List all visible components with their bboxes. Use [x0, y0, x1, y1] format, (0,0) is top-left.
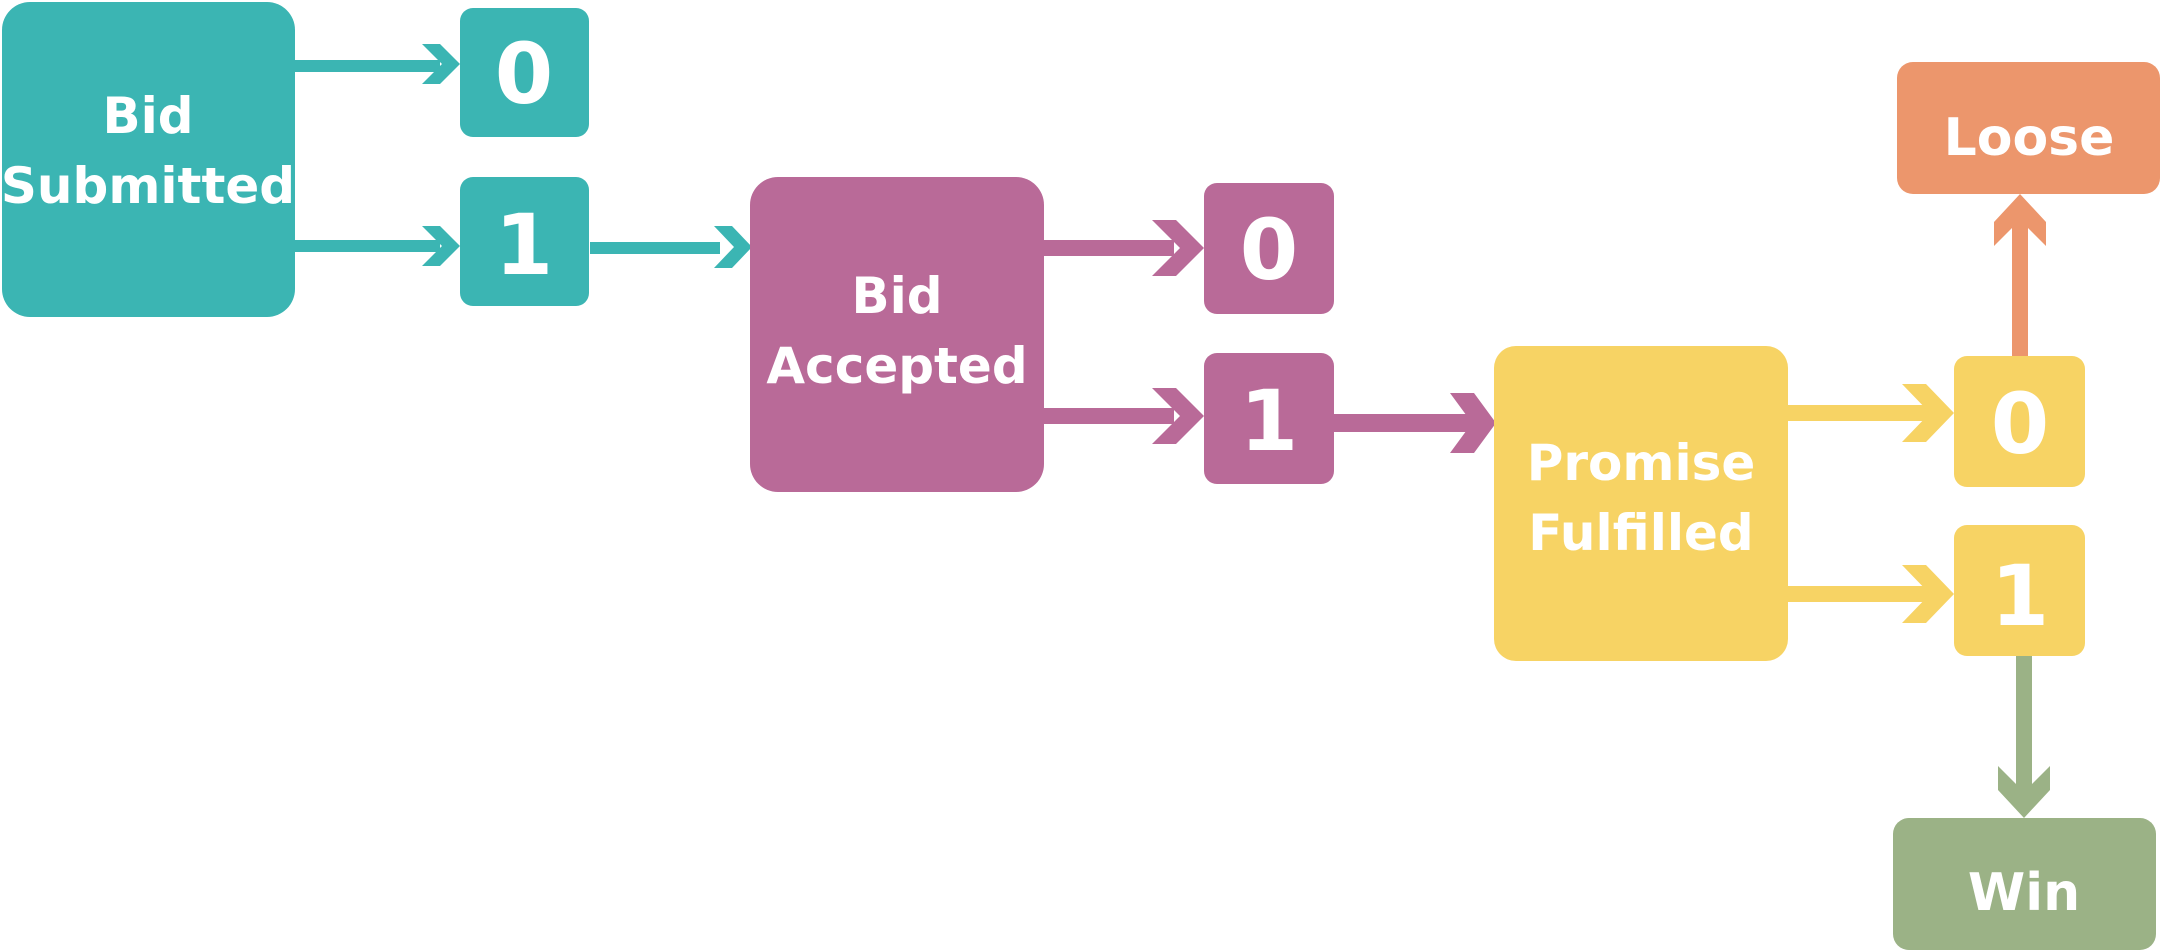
- stage-bid-submitted: Bid Submitted: [1, 2, 295, 317]
- value-box-fulfilled-0: 0: [1954, 356, 2085, 487]
- stage-label-line-1: Promise: [1527, 434, 1756, 492]
- outcome-label: Loose: [1944, 108, 2115, 168]
- stage-label-line-1: Bid: [851, 267, 942, 325]
- arrow-promise-fulfilled-to-1: [1788, 565, 1954, 623]
- arrow-bid-accepted-to-1: [1044, 388, 1204, 444]
- arrow-fulfilled-1-to-win: [1998, 650, 2050, 818]
- stage-label-line-2: Submitted: [1, 157, 295, 215]
- value-label: 0: [1240, 201, 1298, 299]
- arrow-fulfilled-0-to-loose: [1994, 194, 2046, 358]
- stage-label-line-1: Bid: [102, 87, 193, 145]
- stage-bid-accepted: Bid Accepted: [750, 177, 1044, 492]
- stage-box: [750, 177, 1044, 492]
- outcome-loose: Loose: [1897, 62, 2160, 194]
- value-box-submitted-0: 0: [460, 8, 589, 137]
- value-label: 0: [1991, 375, 2049, 473]
- value-box-submitted-1: 1: [460, 177, 589, 306]
- stage-promise-fulfilled: Promise Fulfilled: [1494, 346, 1788, 661]
- value-label: 1: [1991, 547, 2049, 645]
- arrow-bid-submitted-to-1: [295, 226, 460, 266]
- arrow-promise-fulfilled-to-0: [1788, 384, 1954, 442]
- value-box-fulfilled-1: 1: [1954, 525, 2085, 656]
- value-box-accepted-1: 1: [1204, 353, 1334, 484]
- value-label: 1: [495, 196, 553, 294]
- stage-label-line-2: Accepted: [766, 337, 1027, 395]
- arrow-accepted-1-to-promise-fulfilled: [1334, 393, 1496, 453]
- value-box-accepted-0: 0: [1204, 183, 1334, 314]
- arrow-bid-accepted-to-0: [1044, 220, 1204, 276]
- outcome-label: Win: [1968, 863, 2080, 923]
- outcome-win: Win: [1893, 818, 2156, 950]
- stage-label-line-2: Fulfilled: [1528, 504, 1753, 562]
- value-label: 0: [495, 25, 553, 123]
- arrow-bid-submitted-to-0: [295, 44, 460, 84]
- value-label: 1: [1240, 372, 1298, 470]
- arrow-submitted-1-to-bid-accepted: [590, 226, 752, 268]
- stage-box: [1494, 346, 1788, 661]
- stage-box: [2, 2, 295, 317]
